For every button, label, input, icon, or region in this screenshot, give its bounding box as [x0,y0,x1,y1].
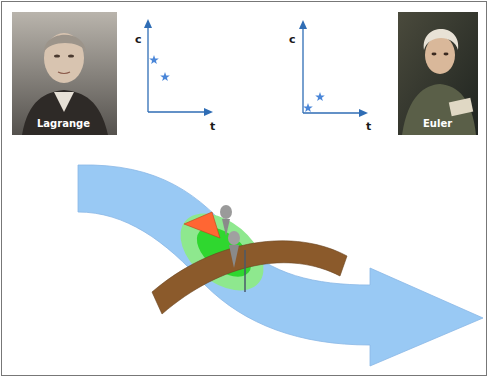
lagrange-chart [144,19,213,116]
axis-label: c [289,34,296,45]
euler-portrait [398,12,478,135]
axis-label: t [366,121,371,132]
axis-label: c [135,34,142,45]
bridge [152,241,347,314]
axis-label: t [210,121,215,132]
lagrange-portrait [12,12,117,135]
observer [228,231,245,292]
data-star [303,92,325,112]
portrait-caption: Euler [423,119,452,129]
data-star [149,55,170,81]
flow-arrow [78,165,483,366]
euler-chart [299,20,368,117]
portrait-caption: Lagrange [37,119,90,129]
boat [184,205,232,238]
